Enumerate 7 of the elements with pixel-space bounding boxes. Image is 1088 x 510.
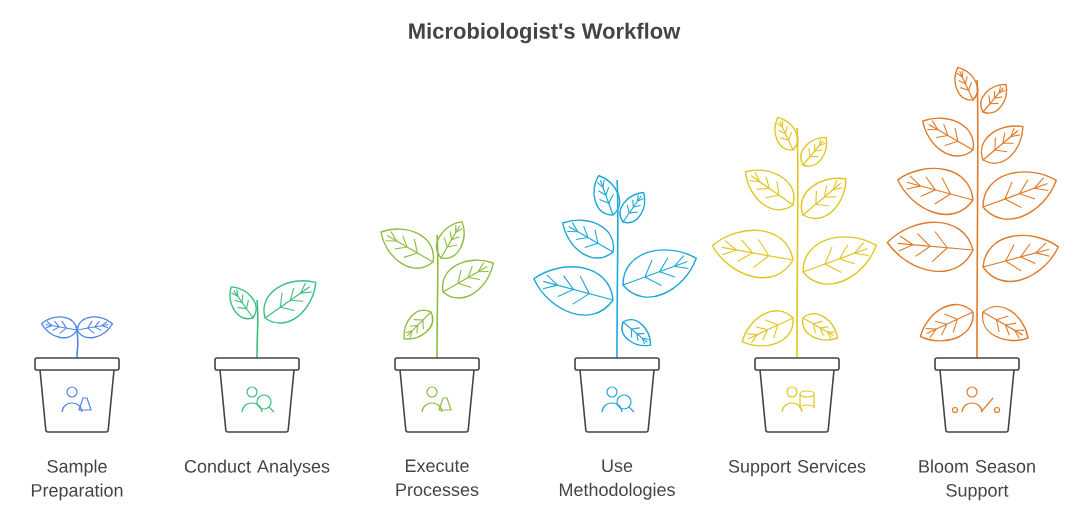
title: Microbiologist's Workflow <box>409 22 681 44</box>
step-label: Sample Preparation <box>31 459 123 501</box>
step-label: Conduct Analyses <box>184 459 330 477</box>
step-label: Bloom Season Support <box>919 459 1035 501</box>
step-label: Execute Processes <box>396 459 479 497</box>
step-label: Support Services <box>728 459 866 477</box>
step-label: Use Methodologies <box>559 459 675 500</box>
